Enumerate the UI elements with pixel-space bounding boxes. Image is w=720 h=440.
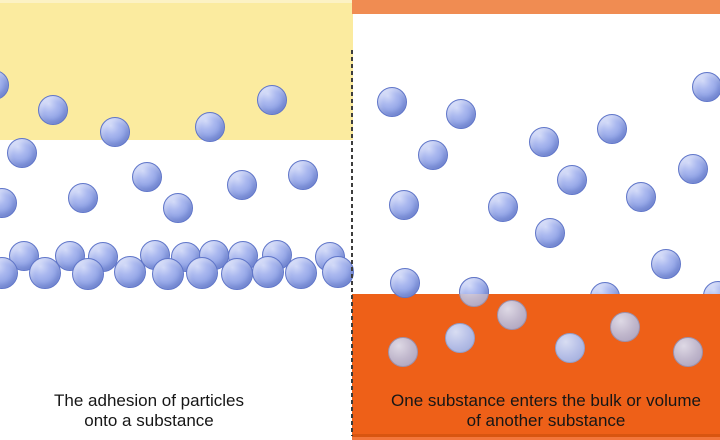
free-particle: [692, 72, 720, 102]
absorbent-surface-strip: [352, 0, 720, 14]
adsorbed-particle: [114, 256, 146, 288]
free-particle: [557, 165, 587, 195]
absorbent-bottom-strip: [352, 437, 720, 440]
free-particle: [535, 218, 565, 248]
adsorbent-bottom-strip: [0, 0, 353, 3]
left-caption-line1: The adhesion of particles: [54, 391, 244, 410]
right-caption-line2: of another substance: [466, 411, 626, 430]
adsorbed-particle: [228, 241, 258, 271]
free-particle: [377, 87, 407, 117]
adsorbed-particle: [322, 256, 354, 288]
adsorbed-particle: [252, 256, 284, 288]
free-particle: [488, 192, 518, 222]
free-particle: [529, 127, 559, 157]
adsorbed-particle: [186, 257, 218, 289]
free-particle: [68, 183, 98, 213]
adsorbed-particle: [88, 242, 118, 272]
free-particle: [678, 154, 708, 184]
free-particle: [227, 170, 257, 200]
surface-entering-particles-layer: [352, 0, 720, 294]
adsorbed-particle: [221, 258, 253, 290]
free-particle: [288, 160, 318, 190]
left-panel-caption: The adhesion of particles onto a substan…: [24, 391, 274, 431]
free-particle: [0, 188, 17, 218]
right-caption-line1: One substance enters the bulk or volume: [391, 391, 701, 410]
free-particle: [626, 182, 656, 212]
adsorbed-particle: [152, 258, 184, 290]
panel-divider-dashed-line: [351, 50, 353, 436]
free-particle: [389, 190, 419, 220]
adsorbed-particle: [262, 240, 292, 270]
free-particle: [163, 193, 193, 223]
right-panel-caption: One substance enters the bulk or volume …: [374, 391, 718, 431]
adsorbed-particle: [199, 240, 229, 270]
free-particle: [446, 99, 476, 129]
adsorbed-particle: [72, 258, 104, 290]
adsorbed-particle: [140, 240, 170, 270]
adsorbed-particle: [9, 241, 39, 271]
adsorbed-particle: [0, 257, 18, 289]
adsorbed-particle: [285, 257, 317, 289]
absorbent-bottom-line: [352, 434, 720, 437]
adsorbent-block: [0, 0, 353, 140]
entering-particle: [459, 277, 489, 294]
adsorbed-particle: [171, 242, 201, 272]
free-particle: [7, 138, 37, 168]
entering-particle: [703, 281, 720, 294]
free-particle: [651, 249, 681, 279]
adsorbed-particle: [55, 241, 85, 271]
free-particle: [597, 114, 627, 144]
free-particle: [132, 162, 162, 192]
free-particle: [418, 140, 448, 170]
entering-particle: [590, 282, 620, 294]
adsorbed-particle: [29, 257, 61, 289]
left-caption-line2: onto a substance: [84, 411, 214, 430]
adsorbed-particle: [315, 242, 345, 272]
